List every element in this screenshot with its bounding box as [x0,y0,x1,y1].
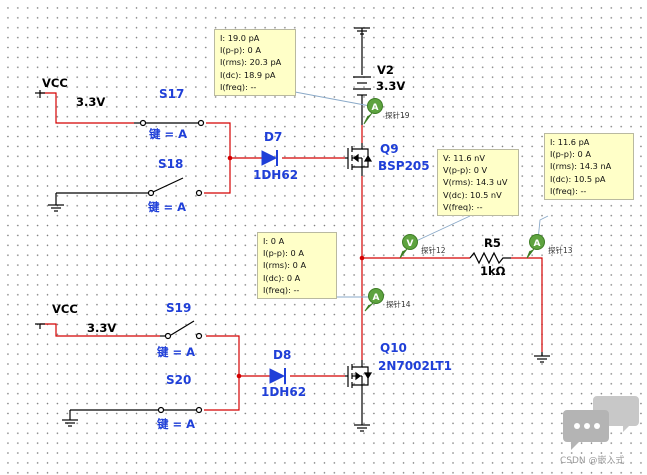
probe-12-line: V(rms): 14.3 uV [443,177,508,188]
probe-19-line: I(p-p): 0 A [220,45,261,56]
switch-s19-name: S19 [166,301,192,315]
probe-19-line: I: 19.0 pA [220,33,260,43]
switch-symbols [133,119,205,414]
v2-value: 3.3V [376,79,406,93]
v2-name: V2 [377,63,394,77]
probe-14-tag: 探针14 [386,300,411,309]
vcc-top-value: 3.3V [76,95,106,109]
mosfet-q10-part: 2N7002LT1 [378,359,452,373]
probe-19-line: I(dc): 18.9 pA [220,69,276,80]
black-wires [39,27,550,432]
diode-d8-symbol [269,368,286,384]
mosfet-q10-symbol [345,360,373,392]
svg-text:A: A [372,103,379,113]
probe-14-line: I(p-p): 0 A [263,248,304,259]
probe-13-line: I: 11.6 pA [550,137,590,147]
switch-s18-key: 键 = A [148,200,187,214]
diode-d7-symbol [261,150,278,166]
probe-13-line: I(dc): 10.5 pA [550,173,606,184]
probe-19-tag: 探针19 [385,111,410,120]
probe-12-marker: V [399,234,418,259]
junction-dots [227,155,365,379]
probe-markers: A V A A [363,98,545,312]
probe-12-line: V: 11.6 nV [443,153,485,163]
probe-12-line: V(freq): -- [443,201,483,212]
switch-s17-key: 键 = A [149,127,188,141]
vcc-symbols [35,92,45,329]
probe-12-line: V(p-p): 0 V [443,165,488,176]
switch-s17-name: S17 [159,87,185,101]
probe-13-tag: 探针13 [548,246,573,255]
diode-d7-name: D7 [264,130,283,144]
probe-19-readout: I: 19.0 pA I(p-p): 0 A I(rms): 20.3 pA I… [214,29,296,96]
probe-13-line: I(freq): -- [550,185,587,196]
resistor-r5-symbol [469,251,511,265]
mosfet-q9-part: BSP205 [378,159,430,173]
probe-14-line: I(freq): -- [263,284,300,295]
switch-s20-name: S20 [166,373,192,387]
probe-14-readout: I: 0 A I(p-p): 0 A I(rms): 0 A I(dc): 0 … [257,232,337,299]
probe-19-line: I(rms): 20.3 pA [220,57,282,68]
probe-13-line: I(rms): 14.3 nA [550,161,612,172]
probe-13-readout: I: 11.6 pA I(p-p): 0 A I(rms): 14.3 nA I… [544,133,634,200]
probe-12-line: V(dc): 10.5 nV [443,189,502,200]
probe-13-marker: A [526,234,545,259]
resistor-r5-value: 1kΩ [480,264,506,278]
switch-s18-name: S18 [158,157,184,171]
diode-d8-part: 1DH62 [261,385,307,399]
probe-13-line: I(p-p): 0 A [550,149,591,160]
diode-d7-part: 1DH62 [253,168,299,182]
mosfet-q10-name: Q10 [380,341,407,355]
mosfet-q9-name: Q9 [380,142,399,156]
watermark-text: CSDN @嵌入式 [560,456,625,466]
svg-text:A: A [373,293,380,303]
probe-14-line: I: 0 A [263,236,285,246]
probe-19-marker: A [363,98,383,125]
mosfet-q9-symbol [345,143,373,176]
switch-s20-key: 键 = A [157,417,196,431]
chat-bubble-icon [563,396,639,450]
switch-s19-key: 键 = A [157,345,196,359]
resistor-r5-name: R5 [484,236,501,250]
probe-14-marker: A [364,288,384,312]
probe-12-readout: V: 11.6 nV V(p-p): 0 V V(rms): 14.3 uV V… [437,149,519,216]
diode-d8-name: D8 [273,348,292,362]
probe-14-line: I(dc): 0 A [263,272,301,283]
probe-12-tag: 探针12 [421,246,446,255]
svg-text:V: V [407,239,414,249]
probe-14-line: I(rms): 0 A [263,260,307,271]
probe-19-line: I(freq): -- [220,81,257,92]
svg-text:A: A [534,239,541,249]
vcc-bottom-label: VCC [52,302,78,316]
vcc-bottom-value: 3.3V [87,321,117,335]
vcc-top-label: VCC [42,76,68,90]
